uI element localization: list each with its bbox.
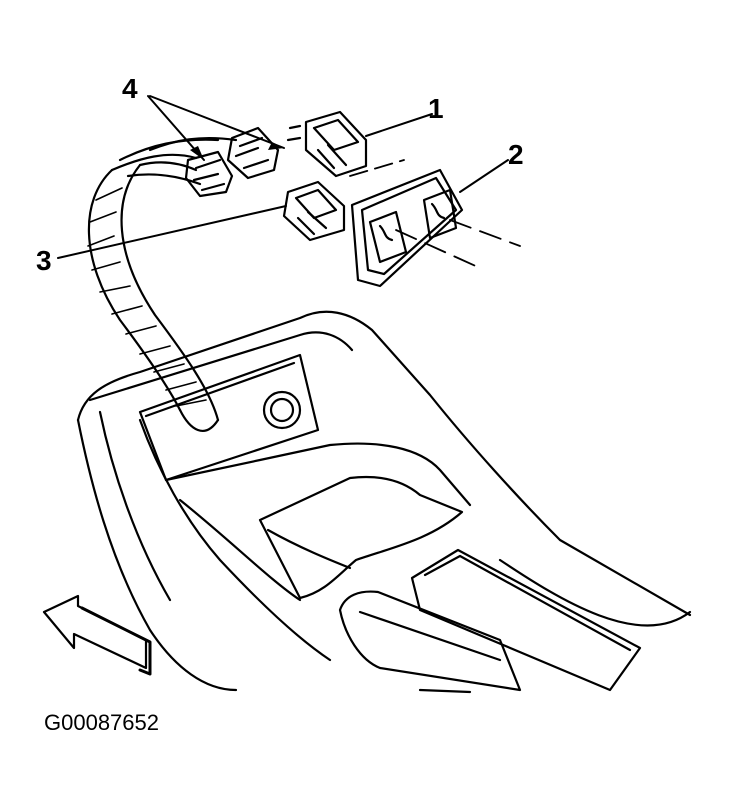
- figure-id: G00087652: [44, 710, 159, 735]
- connector-rear: [226, 126, 280, 180]
- callout-2: 2: [508, 139, 524, 170]
- callout-4: 4: [122, 73, 138, 104]
- leader-arrowheads: [190, 142, 284, 160]
- alignment-lines: [349, 159, 521, 269]
- switch-bezel: [350, 168, 464, 288]
- leader-lines: [57, 95, 509, 259]
- connector-front: [184, 150, 234, 198]
- window-switch-lower: [282, 180, 346, 242]
- callout-3: 3: [36, 245, 52, 276]
- callout-1: 1: [428, 93, 444, 124]
- window-switch-upper: [286, 110, 368, 178]
- leader-1: [365, 113, 433, 137]
- leader-3: [57, 205, 287, 259]
- leader-4b: [149, 95, 285, 149]
- leader-2: [459, 159, 509, 193]
- arrow-up-left-icon: [42, 594, 152, 676]
- center-console: [76, 310, 692, 694]
- wiring-harness: [87, 136, 238, 432]
